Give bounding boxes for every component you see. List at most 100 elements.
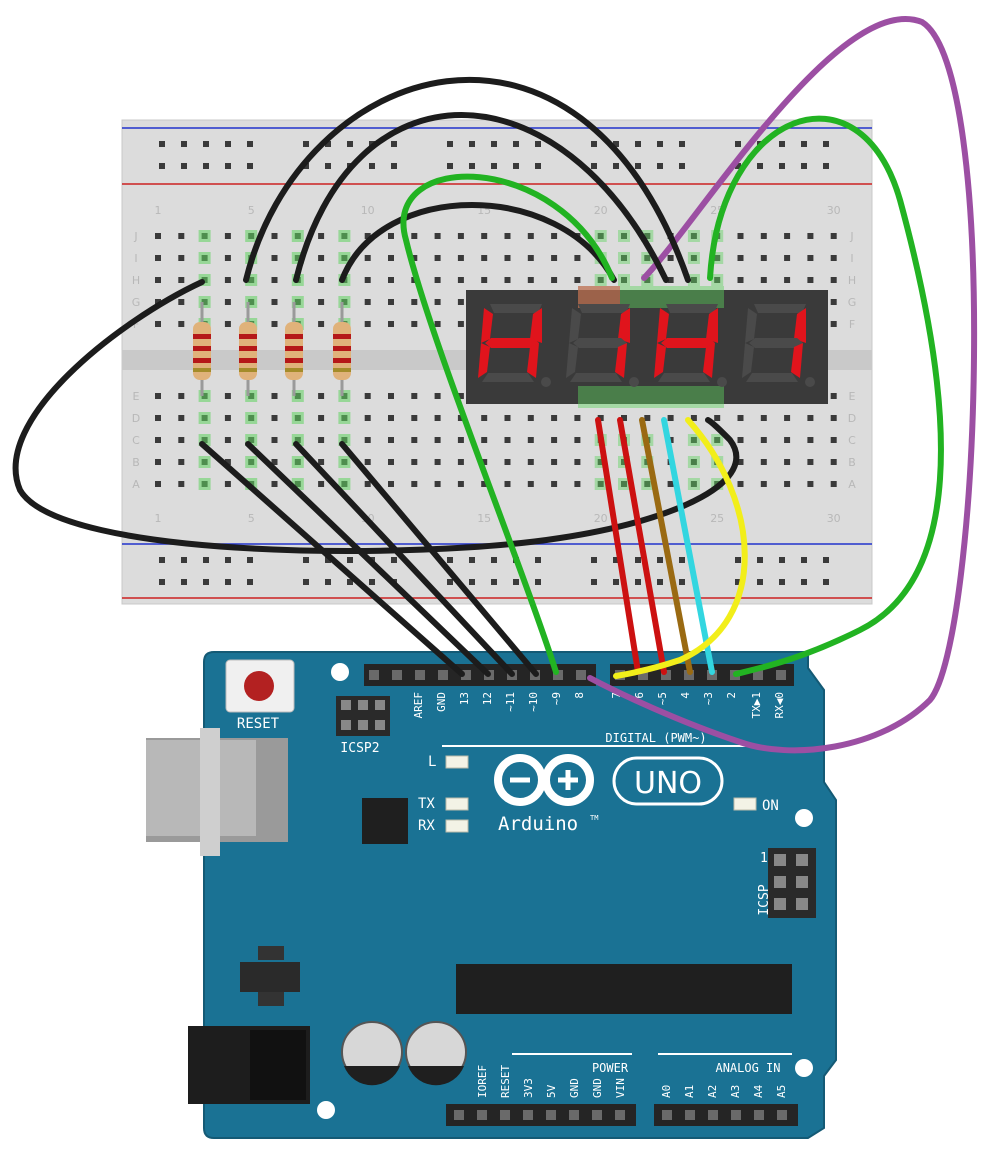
rail-hole: [513, 141, 519, 147]
header-pin: [392, 670, 402, 680]
column-number: 1: [155, 512, 162, 525]
header-pin: [684, 670, 694, 680]
breadboard-hole: [574, 255, 581, 261]
rail-hole: [491, 557, 497, 563]
breadboard-hole: [737, 437, 744, 443]
breadboard-hole: [155, 233, 161, 239]
breadboard-hole: [271, 233, 278, 239]
segment-a: [578, 304, 630, 313]
segment-e: [742, 343, 754, 378]
breadboard-hole: [155, 255, 161, 261]
breadboard-hole: [224, 415, 231, 421]
breadboard-hole: [504, 415, 511, 421]
digital-pin-label: ~10: [527, 692, 540, 712]
breadboard-hole: [411, 255, 418, 261]
breadboard-hole: [481, 255, 488, 261]
breadboard-hole: [457, 415, 464, 421]
digital-pin-label: TX▶1: [750, 692, 763, 719]
segment-dp: [717, 377, 727, 387]
breadboard-hole-highlight: [291, 412, 304, 424]
header-pin: [438, 670, 448, 680]
breadboard-hole: [527, 481, 534, 487]
breadboard-hole: [830, 233, 837, 239]
rail-hole: [303, 557, 309, 563]
segment-d: [658, 373, 710, 382]
rail-hole: [735, 557, 741, 563]
breadboard-hole-highlight: [594, 478, 607, 490]
breadboard-hole-highlight: [198, 412, 211, 424]
breadboard-hole: [224, 321, 231, 327]
rail-hole: [823, 141, 829, 147]
breadboard-hole: [551, 415, 558, 421]
breadboard-hole-highlight: [618, 230, 630, 242]
usb-chip: [362, 798, 408, 844]
breadboard-hole: [644, 481, 651, 487]
breadboard-hole: [621, 415, 627, 421]
power-pin-label: 5V: [545, 1084, 558, 1098]
power-header: [446, 1104, 636, 1126]
breadboard-hole: [388, 459, 394, 465]
segment-dp: [541, 377, 551, 387]
breadboard-hole: [667, 277, 674, 283]
rail-hole: [159, 557, 165, 563]
header-pin: [553, 670, 563, 680]
analog-pin-label: A5: [775, 1085, 788, 1098]
rail-hole: [779, 579, 785, 585]
rail-hole: [591, 579, 597, 585]
breadboard-hole-highlight: [687, 478, 700, 490]
breadboard-hole: [364, 277, 371, 283]
breadboard-hole-highlight: [338, 230, 351, 242]
breadboard-hole: [574, 437, 581, 443]
rail-hole: [325, 557, 331, 563]
breadboard-hole: [155, 277, 161, 283]
breadboard-hole: [155, 459, 161, 465]
rail-hole: [535, 579, 541, 585]
digital-pin-label: GND: [435, 692, 448, 712]
segment-b: [530, 308, 542, 343]
segment-g: [573, 338, 627, 348]
analog-pin-label: A2: [706, 1085, 719, 1098]
segment-g: [749, 338, 803, 348]
brand-trademark: TM: [590, 814, 598, 822]
breadboard-hole: [784, 459, 791, 465]
breadboard-hole: [411, 299, 418, 305]
breadboard-hole: [224, 437, 231, 443]
rail-hole: [203, 557, 209, 563]
breadboard-hole-highlight: [594, 230, 607, 242]
breadboard-hole-highlight: [198, 478, 211, 490]
segment-c: [703, 343, 715, 378]
breadboard-hole: [481, 233, 488, 239]
breadboard-hole: [388, 393, 394, 399]
breadboard-hole: [644, 277, 651, 283]
header-pin: [661, 670, 671, 680]
digital-pin-label: 8: [573, 692, 586, 699]
digital-pin-label: RX◀0: [773, 692, 786, 719]
capacitor: [405, 1021, 467, 1086]
rail-hole: [181, 557, 187, 563]
breadboard-hole: [224, 277, 231, 283]
breadboard-hole: [807, 233, 814, 239]
breadboard-hole: [551, 437, 558, 443]
rail-hole: [469, 163, 475, 169]
breadboard-hole: [178, 277, 185, 283]
power-pin-label: IOREF: [476, 1065, 489, 1098]
breadboard-hole: [364, 437, 371, 443]
breadboard-hole: [434, 459, 441, 465]
column-number: 10: [361, 204, 375, 217]
seven-segment-display: [466, 286, 828, 408]
breadboard-hole: [271, 255, 278, 261]
reset-button[interactable]: [244, 671, 274, 701]
breadboard-hole: [644, 255, 651, 261]
wire-yellow: [613, 417, 748, 679]
breadboard-hole-highlight: [338, 252, 351, 264]
breadboard-hole: [737, 459, 744, 465]
header-pin: [777, 1110, 787, 1120]
rail-hole: [225, 557, 231, 563]
row-letter: H: [132, 274, 140, 287]
icsp-pin1-label: 1: [760, 851, 768, 866]
rail-hole: [591, 163, 597, 169]
breadboard-hole: [224, 459, 231, 465]
breadboard-hole: [737, 233, 744, 239]
breadboard-hole: [830, 415, 837, 421]
rail-hole: [591, 557, 597, 563]
